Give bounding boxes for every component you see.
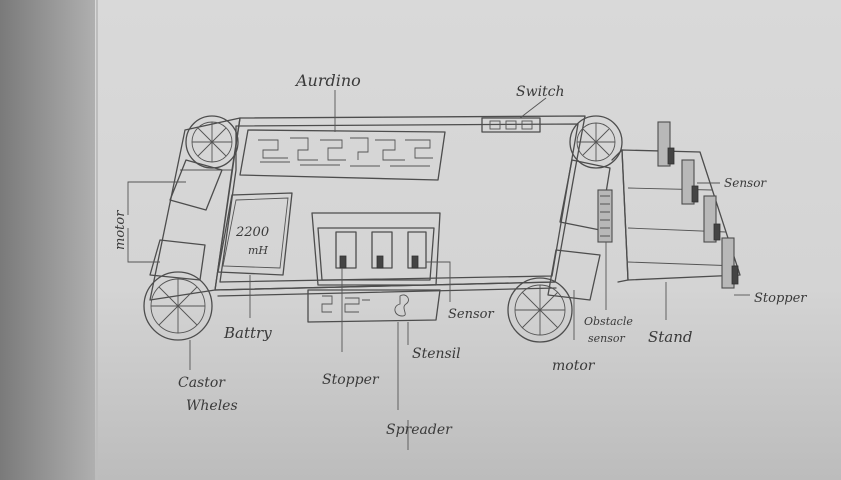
- label-arduino: Aurdino: [294, 71, 361, 90]
- left-caster-wheel: [144, 240, 212, 340]
- label-spreader: Spreader: [386, 422, 453, 438]
- label-battery: Battry: [223, 324, 272, 342]
- right-motor-wheel: [508, 250, 600, 342]
- label-stand: Stand: [648, 328, 693, 346]
- label-stopper-right: Stopper: [754, 291, 807, 306]
- label-motor-right: motor: [552, 358, 596, 374]
- right-top-wheel: [560, 116, 622, 230]
- label-caster-line2: Wheles: [186, 398, 238, 414]
- chassis: [150, 116, 585, 300]
- obstacle-sensor: [598, 190, 612, 242]
- sensor-stand: [612, 150, 740, 282]
- arduino-board: [240, 130, 445, 180]
- label-obstacle-line1: Obstacle: [584, 315, 633, 328]
- label-stensil: Stensil: [412, 346, 461, 362]
- stencil-assembly: [308, 213, 440, 322]
- label-switch: Switch: [516, 84, 565, 100]
- label-sensor-right: Sensor: [724, 176, 767, 190]
- label-stopper-bottom: Stopper: [322, 372, 380, 388]
- label-caster-line1: Castor: [178, 375, 226, 391]
- label-motor-left: motor: [113, 210, 128, 250]
- label-obstacle-line2: sensor: [588, 332, 626, 345]
- label-battery-value: 2200: [235, 225, 269, 240]
- label-battery-unit: mH: [248, 244, 268, 257]
- label-sensor-middle: Sensor: [448, 307, 494, 322]
